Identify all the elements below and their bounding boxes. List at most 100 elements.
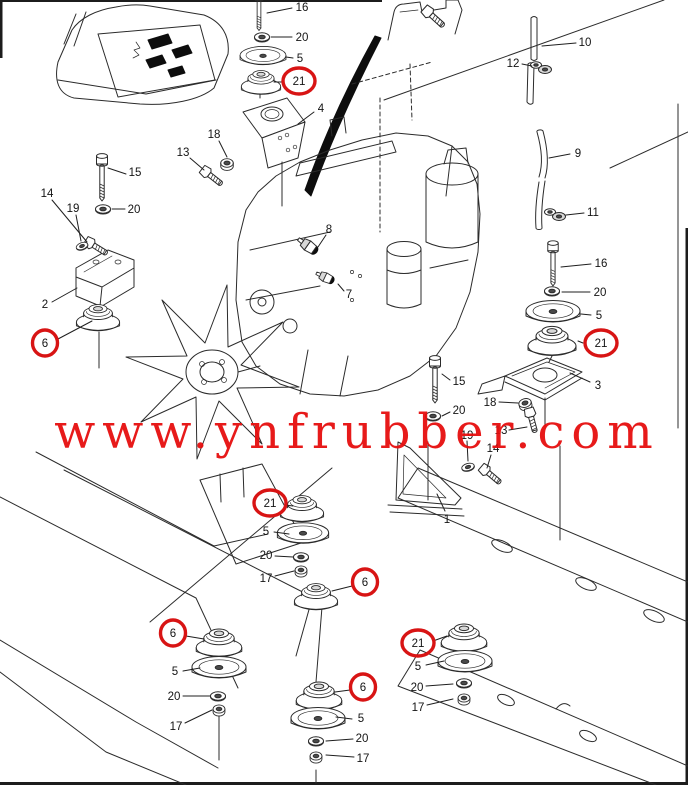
- oil-filter: [386, 241, 422, 309]
- leader-line-5: [335, 716, 353, 720]
- highlight-ring-6: [158, 618, 188, 648]
- leader-line-8: [317, 234, 327, 248]
- mount-6-glyph: [75, 304, 121, 332]
- leader-line-5: [580, 313, 592, 316]
- leader-line-11: [565, 212, 585, 216]
- leader-line-12: [521, 63, 533, 67]
- disc-5-glyph: [525, 300, 581, 323]
- callout-17: 17: [357, 753, 370, 765]
- bolt-15-glyph: [429, 355, 441, 404]
- leader-line-15: [107, 167, 127, 175]
- callout-7: 7: [346, 289, 352, 301]
- callout-5: 5: [297, 53, 303, 65]
- leader-line-16: [266, 7, 293, 14]
- callout-21: 21: [264, 498, 277, 510]
- callout-2: 2: [42, 299, 48, 311]
- callout-20: 20: [411, 682, 424, 694]
- callout-17: 17: [260, 573, 273, 585]
- callout-3: 3: [595, 380, 601, 392]
- air-cleaner: [425, 147, 479, 249]
- callout-20: 20: [453, 405, 466, 417]
- highlight-ring-6: [348, 672, 378, 702]
- sensor-8-glyph: [294, 234, 321, 258]
- callout-5: 5: [596, 310, 602, 322]
- callout-19: 19: [67, 203, 80, 215]
- bracket-3: [477, 357, 583, 401]
- leader-line-6: [331, 585, 353, 592]
- leader-line-19: [466, 440, 469, 462]
- callout-5: 5: [358, 713, 364, 725]
- leader-line-5: [425, 660, 445, 666]
- disc-5-glyph: [239, 46, 287, 66]
- leader-line-14: [486, 454, 492, 469]
- washers-11-glyph: [544, 208, 566, 221]
- washer-20-glyph: [254, 32, 270, 43]
- callout-13: 13: [495, 425, 508, 437]
- bolt-16-glyph: [253, 0, 265, 31]
- callout-17: 17: [412, 702, 425, 714]
- leader-line-5: [182, 667, 201, 672]
- pointer-swoosh: [304, 35, 382, 197]
- mount-6-glyph: [293, 583, 339, 611]
- disc-5-glyph: [290, 707, 346, 730]
- leader-line-6: [334, 689, 351, 693]
- callout-6: 6: [170, 628, 176, 640]
- stud-lines: [98, 91, 553, 784]
- rod-9: [535, 129, 548, 230]
- callout-1: 1: [444, 514, 450, 526]
- callout-15: 15: [129, 167, 142, 179]
- callout-20: 20: [594, 287, 607, 299]
- callout-18: 18: [484, 397, 497, 409]
- highlight-ring-21: [252, 488, 288, 518]
- mount-21-glyph: [527, 325, 577, 356]
- cooling-fan: [125, 284, 300, 460]
- rod-10: [526, 16, 538, 105]
- leader-line-14: [51, 199, 88, 243]
- washer-20-glyph: [456, 678, 472, 689]
- leader-line-13: [189, 157, 205, 171]
- callout-15: 15: [453, 376, 466, 388]
- callout-20: 20: [168, 691, 181, 703]
- callout-20: 20: [356, 733, 369, 745]
- highlight-ring-21: [583, 328, 619, 358]
- mount-6-glyph: [295, 681, 343, 711]
- highlight-ring-21: [281, 66, 317, 96]
- leader-line-21: [577, 340, 584, 344]
- leader-line-6: [185, 635, 205, 640]
- leader-line-20: [441, 411, 451, 417]
- leader-line-17: [325, 754, 355, 758]
- callout-21: 21: [412, 638, 425, 650]
- sensor-7-glyph: [313, 268, 337, 286]
- nut-17-glyph: [294, 565, 308, 578]
- leader-line-18: [218, 140, 228, 158]
- mount-6-glyph: [195, 628, 243, 658]
- leader-line-2: [51, 287, 78, 303]
- callout-18: 18: [208, 129, 221, 141]
- callout-6: 6: [362, 577, 368, 589]
- leader-line-17: [184, 709, 213, 724]
- washer-19-glyph: [460, 461, 476, 474]
- washer-20-glyph: [308, 736, 324, 747]
- leader-line-18: [498, 401, 519, 404]
- leader-line-5: [285, 56, 294, 59]
- engine-assembly: [235, 61, 481, 397]
- washer-20-glyph: [544, 286, 560, 297]
- leader-line-1: [436, 493, 446, 512]
- bracket-1: [387, 441, 465, 517]
- callout-21: 21: [293, 76, 306, 88]
- bolt-15-glyph: [96, 153, 108, 202]
- leader-line-10: [541, 42, 577, 47]
- callout-16: 16: [296, 2, 309, 14]
- callout-6: 6: [360, 682, 366, 694]
- leader-line-4: [297, 111, 315, 125]
- leader-line-7: [337, 283, 345, 292]
- bracket-2: [75, 249, 135, 307]
- leader-lines: [51, 7, 592, 758]
- callout-10: 10: [579, 37, 592, 49]
- leader-line-5: [273, 531, 290, 535]
- callout-17: 17: [170, 721, 183, 733]
- leader-line-17: [426, 698, 454, 706]
